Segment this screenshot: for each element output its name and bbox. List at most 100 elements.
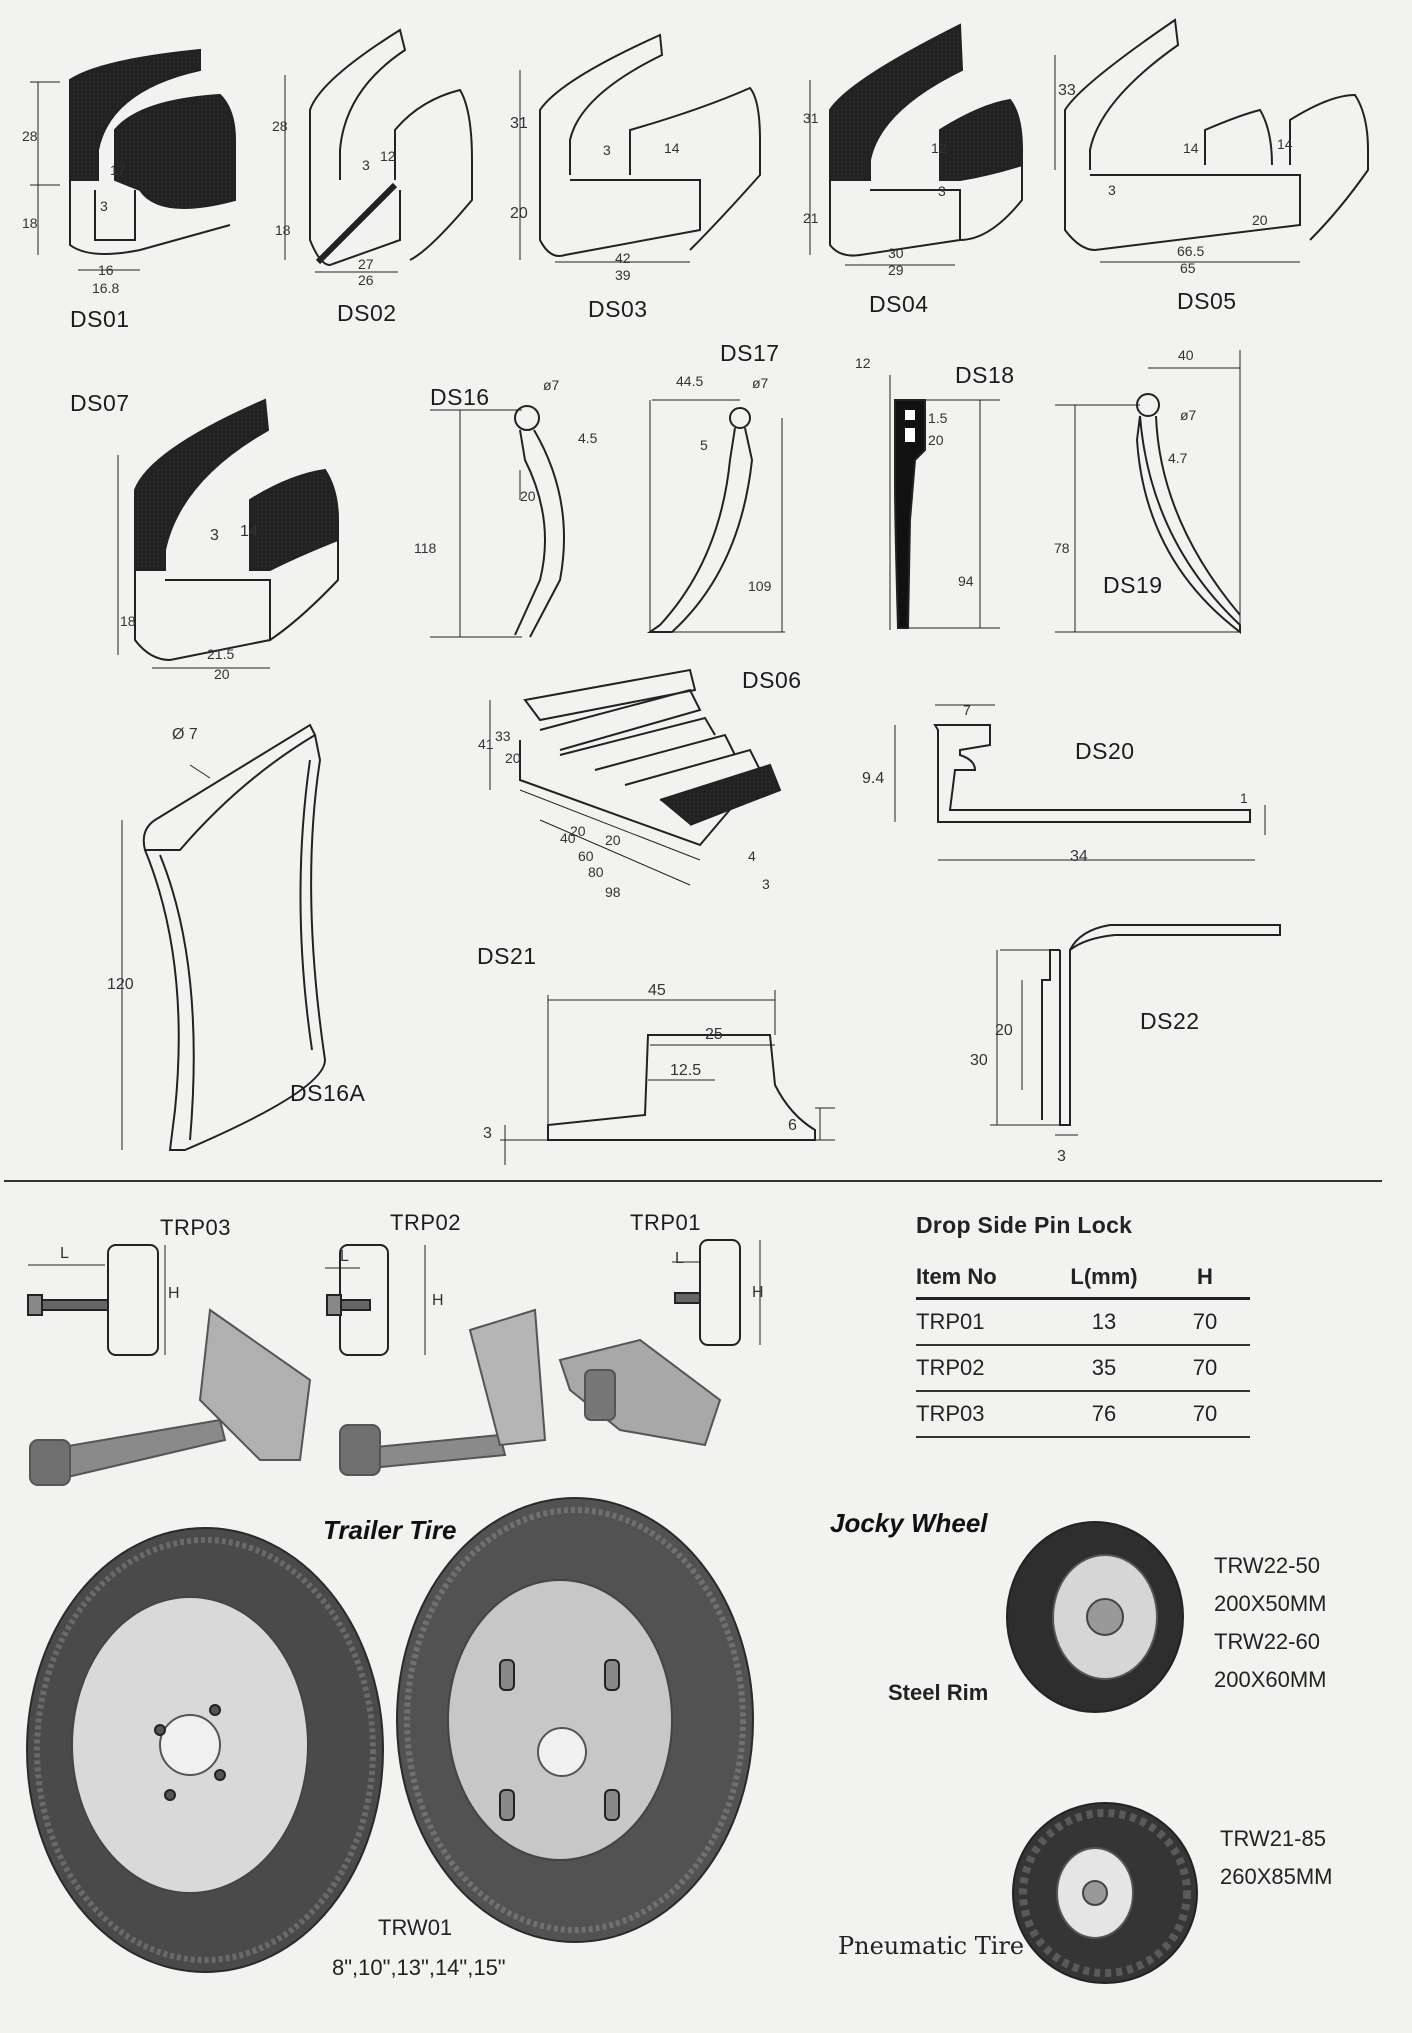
ds07-dim-lip: 14 xyxy=(240,523,258,540)
ds04-dim-outer-width: 30 xyxy=(888,245,904,261)
ds20-dim-height: 9.4 xyxy=(862,770,885,787)
ds19-dim-thickness: 4.7 xyxy=(1168,450,1188,466)
spec-line: 200X60MM xyxy=(1214,1667,1327,1692)
jocky-wheel-images xyxy=(1006,1521,1198,1984)
ds04-dim-height-base: 21 xyxy=(803,210,819,226)
ds21-dim-base: 3 xyxy=(483,1125,492,1142)
ds06-dim-60: 60 xyxy=(578,848,594,864)
ds16-dim-thickness: 4.5 xyxy=(578,430,598,446)
steel-rim-label: Steel Rim xyxy=(888,1680,989,1705)
ds07-dim-wall: 3 xyxy=(210,527,219,544)
ds07-dim-inner-width: 20 xyxy=(214,666,230,682)
ds04-drawing xyxy=(809,23,1023,266)
cell-height: 70 xyxy=(1192,1309,1218,1334)
ds02-drawing xyxy=(284,28,473,273)
cell-item: TRP01 xyxy=(916,1309,985,1334)
ds17-dim-neck: 5 xyxy=(700,437,708,453)
ds06-dim-4: 4 xyxy=(748,848,756,864)
ds06-dim-3: 3 xyxy=(762,876,770,892)
ds01-dim-inner-width: 16 xyxy=(98,262,114,278)
ds06-dim-20c: 20 xyxy=(605,832,621,848)
ds06-dim-20a: 20 xyxy=(505,750,521,766)
ds03-dim-height-base: 20 xyxy=(510,205,528,222)
cell-item: TRP03 xyxy=(916,1401,985,1426)
ds16a-label: DS16A xyxy=(290,1080,366,1106)
ds18-label: DS18 xyxy=(955,362,1015,388)
ds02-dim-inner-width: 26 xyxy=(358,272,374,288)
ds06-dim-41: 41 xyxy=(478,736,494,752)
ds17-dim-width: 44.5 xyxy=(676,373,704,389)
ds16a-dim-diameter: Ø 7 xyxy=(172,726,198,743)
cell-length: 35 xyxy=(1091,1355,1117,1380)
ds07-dim-height-base: 18 xyxy=(120,613,136,629)
ds04-dim-inner-width: 29 xyxy=(888,262,904,278)
trp02-dim-l: L xyxy=(340,1248,349,1265)
ds19-label: DS19 xyxy=(1103,572,1163,598)
ds16-label: DS16 xyxy=(430,384,490,410)
ds20-dim-thickness: 1 xyxy=(1240,790,1248,806)
ds06-dim-20b: 20 xyxy=(570,823,586,839)
ds19-dim-width: 40 xyxy=(1178,347,1194,363)
trp03-dim-h: H xyxy=(168,1285,180,1302)
ds18-dim-top-width: 12 xyxy=(855,355,871,371)
spec-line: TRW22-60 xyxy=(1214,1629,1320,1654)
ds18-drawing xyxy=(889,375,1000,630)
ds06-drawing xyxy=(489,668,782,886)
trailer-tire-code: TRW01 xyxy=(378,1915,453,1940)
ds04-dim-wall: 3 xyxy=(938,183,946,199)
cell-length: 13 xyxy=(1091,1309,1117,1334)
ds20-label: DS20 xyxy=(1075,738,1135,764)
ds19-drawing xyxy=(1055,350,1241,635)
ds01-drawing xyxy=(30,48,236,271)
pin-drawings xyxy=(27,1239,761,1356)
ds01-dim-height-top: 28 xyxy=(22,128,38,144)
pin-lock-table-header: Item No L(mm) H xyxy=(916,1257,1250,1300)
pneumatic-tire-label: Pneumatic Tire xyxy=(838,1932,1025,1960)
trailer-tire-title: Trailer Tire xyxy=(323,1515,457,1545)
ds06-dim-98: 98 xyxy=(605,884,621,900)
ds05-dim-inner-width: 65 xyxy=(1180,260,1196,276)
ds21-dim-groove: 12.5 xyxy=(670,1062,702,1079)
trp02-label: TRP02 xyxy=(390,1210,461,1235)
trp01-dim-h: H xyxy=(752,1284,764,1301)
ds04-label: DS04 xyxy=(869,291,929,317)
ds22-dim-height: 30 xyxy=(970,1052,988,1069)
ds18-dim-depth: 20 xyxy=(928,432,944,448)
ds03-drawing xyxy=(519,33,761,263)
ds03-dim-lip: 14 xyxy=(664,140,680,156)
ds06-label: DS06 xyxy=(742,667,802,693)
pin-lock-table: Drop Side Pin Lock Item No L(mm) H TRP01… xyxy=(916,1212,1250,1438)
spec-line: TRW22-50 xyxy=(1214,1553,1320,1578)
ds04-dim-height-top: 31 xyxy=(803,110,819,126)
trp03-label: TRP03 xyxy=(160,1215,231,1240)
ds05-dim-lip-right: 14 xyxy=(1277,136,1293,152)
ds04-dim-lip: 12 xyxy=(931,140,947,156)
spec-line: 200X50MM xyxy=(1214,1591,1327,1616)
ds21-dim-step: 25 xyxy=(705,1026,723,1043)
ds05-dim-wall: 3 xyxy=(1108,182,1116,198)
ds16a-drawing xyxy=(121,723,327,1151)
ds18-dim-slot: 1.5 xyxy=(928,410,948,426)
ds05-dim-lip-left: 14 xyxy=(1183,140,1199,156)
ds20-drawing xyxy=(894,704,1266,861)
ds02-dim-wall: 3 xyxy=(362,157,370,173)
ds03-dim-outer-width: 42 xyxy=(615,250,631,266)
ds05-dim-height-base: 20 xyxy=(1252,212,1268,228)
cell-item: TRP02 xyxy=(916,1355,985,1380)
ds02-dim-height-base: 18 xyxy=(275,222,291,238)
ds07-drawing xyxy=(117,398,339,669)
ds22-dim-inner: 20 xyxy=(995,1022,1013,1039)
ds07-label: DS07 xyxy=(70,390,130,416)
trp01-label: TRP01 xyxy=(630,1210,701,1235)
ds21-dim-width: 45 xyxy=(648,982,666,999)
header-length: L(mm) xyxy=(1070,1264,1138,1289)
header-height: H xyxy=(1197,1264,1213,1289)
ds21-dim-edge: 6 xyxy=(788,1117,797,1134)
steel-rim-specs: TRW22-50 200X50MM TRW22-60 200X60MM xyxy=(1214,1547,1327,1699)
ds19-dim-height: 78 xyxy=(1054,540,1070,556)
ds01-dim-height-base: 18 xyxy=(22,215,38,231)
ds05-drawing xyxy=(1054,18,1369,263)
ds17-dim-diameter: ø7 xyxy=(752,375,769,391)
ds21-label: DS21 xyxy=(477,943,537,969)
